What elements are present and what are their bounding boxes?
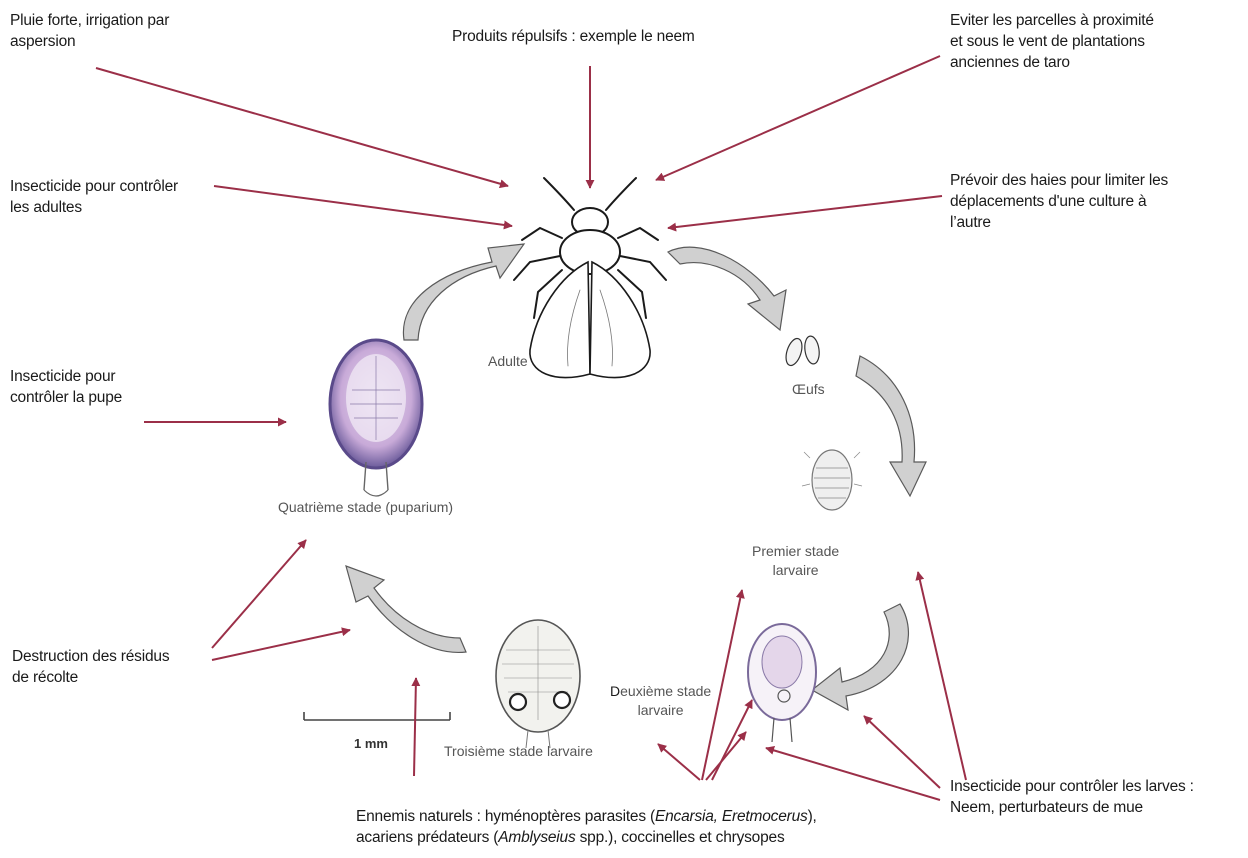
arrow-hedges — [668, 196, 942, 228]
label-line: Ennemis naturels : hyménoptères parasite… — [356, 806, 817, 827]
stage-label-adult: Adulte — [488, 352, 528, 371]
label-line: Eviter les parcelles à proximité — [950, 10, 1154, 31]
label-line: Pluie forte, irrigation par — [10, 10, 169, 31]
cycle-arrow-icon — [346, 566, 466, 652]
label-residue-destruction: Destruction des résidus de récolte — [12, 646, 169, 688]
whitefly-adult-illustration — [514, 178, 666, 378]
label-line: contrôler la pupe — [10, 387, 122, 408]
label-line: Neem, perturbateurs de mue — [950, 797, 1194, 818]
label-line: aspersion — [10, 31, 169, 52]
arrow-natural-enemies-4 — [706, 732, 746, 780]
label-line: les adultes — [10, 197, 178, 218]
label-avoid-plots: Eviter les parcelles à proximité et sous… — [950, 10, 1154, 73]
stage-label-third-instar: Troisième stade larvaire — [444, 742, 593, 761]
cycle-arrow-icon — [812, 604, 908, 710]
stage-label-first-instar: Premier stade larvaire — [752, 542, 839, 580]
label-line: anciennes de taro — [950, 52, 1154, 73]
first-instar-illustration — [802, 450, 862, 510]
label-line: Insecticide pour contrôler les larves : — [950, 776, 1194, 797]
pupa-illustration — [330, 340, 422, 496]
stage-label-fourth-instar: Quatrième stade (puparium) — [278, 498, 453, 517]
label-line: acariens prédateurs (Amblyseius spp.), c… — [356, 827, 817, 848]
arrow-natural-enemies-5 — [712, 700, 752, 780]
third-instar-illustration — [496, 620, 580, 748]
label-line: Destruction des résidus — [12, 646, 169, 667]
cycle-arrow-icon — [668, 247, 786, 330]
cycle-arrow-icon — [856, 356, 926, 496]
label-insecticide-adults: Insecticide pour contrôler les adultes — [10, 176, 178, 218]
label-natural-enemies: Ennemis naturels : hyménoptères parasite… — [356, 806, 817, 848]
label-rain-irrigation: Pluie forte, irrigation par aspersion — [10, 10, 169, 52]
label-line: Insecticide pour contrôler — [10, 176, 178, 197]
arrow-residue-1 — [212, 540, 306, 648]
label-insecticide-pupa: Insecticide pour contrôler la pupe — [10, 366, 122, 408]
label-line: l’autre — [950, 212, 1168, 233]
label-repellent-products: Produits répulsifs : exemple le neem — [452, 26, 695, 47]
eggs-illustration — [783, 335, 821, 367]
label-line: Insecticide pour — [10, 366, 122, 387]
arrow-larvae-2 — [864, 716, 940, 788]
cycle-arrow-icon — [403, 244, 524, 340]
arrow-larvae-1 — [918, 572, 966, 780]
stage-label-eggs: Œufs — [792, 380, 825, 399]
label-line: déplacements d'une culture à — [950, 191, 1168, 212]
stage-label-second-instar: Deuxième stade larvaire — [610, 682, 711, 720]
arrow-avoid-plots — [656, 56, 940, 180]
label-line: de récolte — [12, 667, 169, 688]
label-line: Prévoir des haies pour limiter les — [950, 170, 1168, 191]
second-instar-illustration — [748, 624, 816, 742]
arrow-natural-enemies-1 — [414, 678, 416, 776]
scale-bar — [304, 712, 450, 720]
arrow-rain — [96, 68, 508, 186]
arrow-insecticide-adults — [214, 186, 512, 226]
label-hedges: Prévoir des haies pour limiter les dépla… — [950, 170, 1168, 233]
arrow-natural-enemies-2 — [658, 744, 700, 780]
arrow-larvae-3 — [766, 748, 940, 800]
arrow-residue-2 — [212, 630, 350, 660]
label-line: et sous le vent de plantations — [950, 31, 1154, 52]
scale-bar-label: 1 mm — [354, 736, 388, 751]
label-insecticide-larvae: Insecticide pour contrôler les larves : … — [950, 776, 1194, 818]
